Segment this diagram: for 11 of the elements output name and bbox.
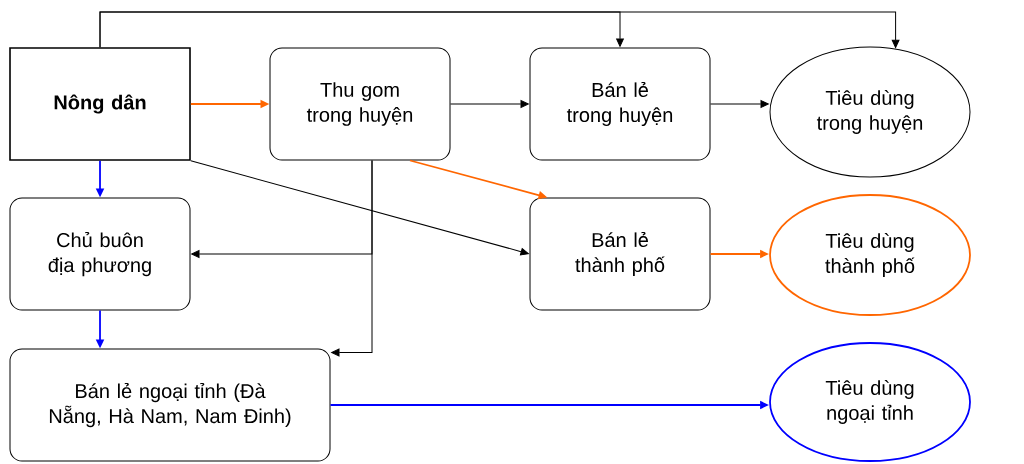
process-box: Bán lẻ ngoại tỉnh (Đà Nẵng, Hà Nam, Nam Đinh)	[9, 348, 331, 462]
process-box: Bán lẻ thành phố	[529, 197, 711, 311]
arrow	[450, 100, 529, 108]
arrow	[710, 100, 769, 108]
arrow	[190, 160, 529, 256]
arrow	[331, 160, 373, 357]
arrow	[99, 11, 900, 48]
process-box: Nông dân	[9, 47, 191, 161]
process-box: Bán lẻ trong huyện	[529, 47, 711, 161]
process-box: Chủ buôn địa phương	[9, 197, 191, 311]
process-box: Thu gom trong huyện	[269, 47, 451, 161]
